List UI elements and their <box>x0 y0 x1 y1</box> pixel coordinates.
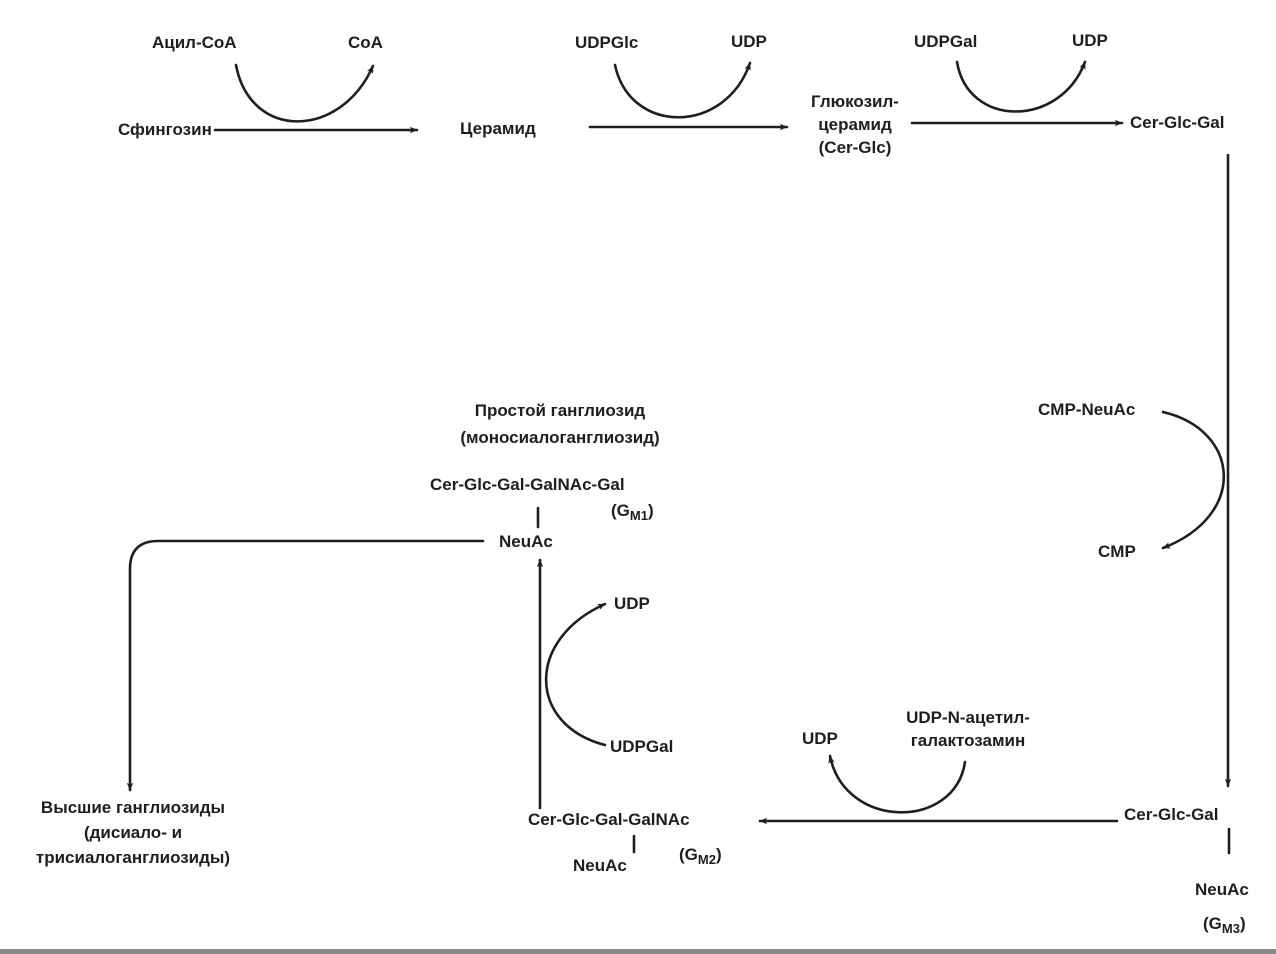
curve-udpglc-to-udp-1 <box>613 61 752 119</box>
higher-gangliosides-line-1: Высшие ганглиозиды <box>40 798 226 817</box>
udp-galnac-label: UDP-N-ацетил- галактозамин <box>878 708 1058 751</box>
udp-label-4: UDP <box>614 594 650 613</box>
gm2-subscript: M2 <box>697 852 716 867</box>
arrow-gm1-to-higher-gangliosides <box>126 539 485 792</box>
udpgal-label-1: UDPGal <box>914 32 978 51</box>
glucosylceramide-line-2: церамид <box>818 115 892 134</box>
udp-label-1: UDP <box>731 32 767 51</box>
gm1-chain-label: Cer-Glc-Gal-GalNAc-Gal <box>430 475 625 494</box>
gm1-subscript: M1 <box>629 508 648 523</box>
gm1-g: (G <box>611 501 630 520</box>
gm3-g: (G <box>1203 914 1222 933</box>
curve-udpgal-to-udp-4 <box>544 602 607 747</box>
simple-ganglioside-line-2: (моносиалоганглиозид) <box>460 428 660 447</box>
glucosylceramide-line-3: (Cer-Glc) <box>818 138 892 157</box>
udp-label-2: UDP <box>1072 31 1108 50</box>
curve-acyl-coa-to-coa <box>234 63 375 123</box>
curve-udpgal-to-udp-2 <box>955 60 1087 113</box>
udpgal-label-2: UDPGal <box>610 737 674 756</box>
gm3-chain-label: Cer-Glc-Gal <box>1124 805 1219 824</box>
coa-label: CoA <box>348 33 383 52</box>
gm3-subscript: M3 <box>1221 921 1240 936</box>
sphingosine-label: Сфингозин <box>118 120 212 139</box>
glucosylceramide-label: Глюкозил- церамид (Cer-Glc) <box>785 92 925 158</box>
gm1-neuac-label: NeuAc <box>499 532 553 551</box>
ceramide-label: Церамид <box>460 119 536 138</box>
acyl-coa-label: Ацил-CoA <box>152 33 237 52</box>
gm2-chain-label: Cer-Glc-Gal-GalNAc <box>528 810 690 829</box>
udp-galnac-line-1: UDP-N-ацетил- <box>906 708 1030 727</box>
cmp-neuac-label: CMP-NeuAc <box>1038 400 1136 419</box>
gm2-close: ) <box>715 845 722 864</box>
udp-label-3: UDP <box>802 729 838 748</box>
bottom-border <box>0 949 1276 954</box>
gm3-close: ) <box>1239 914 1246 933</box>
gm1-name-label: (GM1) <box>611 501 654 523</box>
gm3-neuac-label: NeuAc <box>1195 880 1249 899</box>
cmp-label: CMP <box>1098 542 1136 561</box>
gm3-name-label: (GM3) <box>1203 914 1246 936</box>
cer-glc-gal-top-label: Cer-Glc-Gal <box>1130 113 1225 132</box>
simple-ganglioside-label: Простой ганглиозид (моносиалоганглиозид) <box>415 401 705 448</box>
glucosylceramide-line-1: Глюкозил- <box>811 92 899 111</box>
gm2-g: (G <box>679 845 698 864</box>
higher-gangliosides-line-2: (дисиало- и <box>83 823 183 842</box>
gm1-close: ) <box>647 501 654 520</box>
higher-gangliosides-label: Высшие ганглиозиды (дисиало- и трисиалог… <box>8 798 258 868</box>
curve-udp-galnac-to-udp <box>828 754 967 814</box>
gm2-name-label: (GM2) <box>679 845 722 867</box>
udp-galnac-line-2: галактозамин <box>910 731 1026 750</box>
gm2-neuac-label: NeuAc <box>573 856 627 875</box>
udpglc-label: UDPGlc <box>575 33 639 52</box>
higher-gangliosides-line-3: трисиалоганглиозиды) <box>35 848 231 867</box>
simple-ganglioside-line-1: Простой ганглиозид <box>474 401 646 420</box>
curve-cmp-neuac-to-cmp <box>1161 410 1226 550</box>
